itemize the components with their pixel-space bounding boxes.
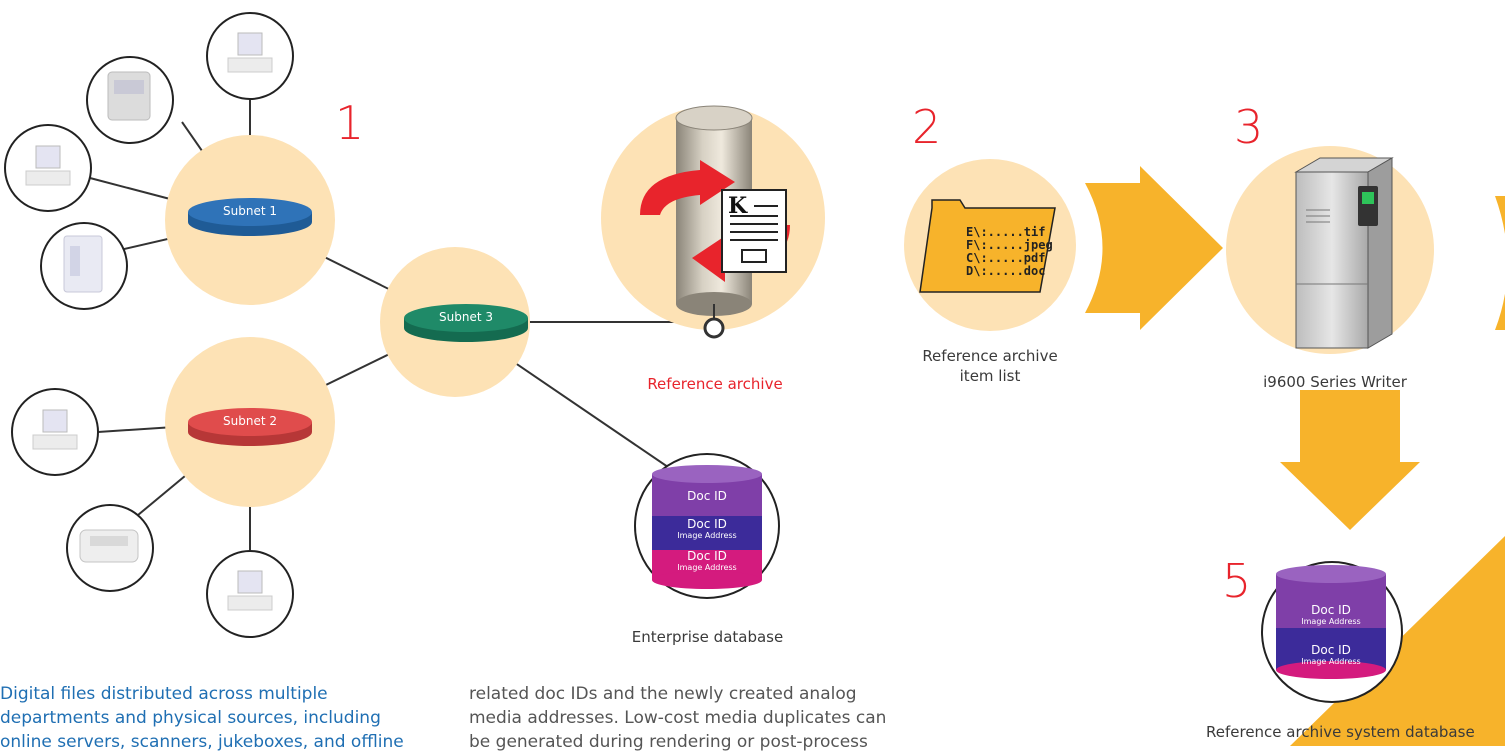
item-list-label-line1: Reference archive <box>922 347 1058 365</box>
folder-item-list: E\:.....tif F\:.....jpeg C\:.....pdf D\:… <box>966 226 1053 278</box>
subnet1-disk <box>188 198 312 236</box>
system-database <box>1261 561 1403 703</box>
sync-arrow-icon <box>640 160 735 215</box>
enterprise-db-label: Enterprise database <box>631 628 784 646</box>
enterprise-database <box>634 453 780 599</box>
enterprise-db-row-1: Doc ID <box>687 489 727 503</box>
folder-item: E\:.....tif <box>966 225 1046 239</box>
middle-description-line: be generated during rendering or post-pr… <box>469 732 868 752</box>
left-description-line: Digital files distributed across multipl… <box>0 684 328 704</box>
flow-arrow-down <box>1280 390 1420 530</box>
writer-node <box>1226 146 1434 354</box>
left-description-line: online servers, scanners, jukeboxes, and… <box>0 732 404 752</box>
item-list-node <box>904 159 1076 331</box>
subnet1-label: Subnet 1 <box>223 204 277 218</box>
subnet3-disk <box>404 304 528 342</box>
item-list-label: Reference archive item list <box>905 346 1075 386</box>
device-workstation-bottom <box>206 550 294 638</box>
middle-description-line: related doc IDs and the newly created an… <box>469 684 857 704</box>
device-workstation-top <box>206 12 294 100</box>
step-number-2: 2 <box>912 100 942 154</box>
system-db-label: Reference archive system database <box>1206 723 1475 741</box>
device-printer <box>66 504 154 592</box>
left-description: Digital files distributed across multipl… <box>0 682 420 754</box>
item-list-label-line2: item list <box>959 367 1021 385</box>
step-number-3: 3 <box>1234 100 1264 154</box>
reference-archive-label: Reference archive <box>647 375 783 393</box>
device-scanner-top <box>86 56 174 144</box>
folder-item: C\:.....pdf <box>966 251 1046 265</box>
device-workstation-left <box>4 124 92 212</box>
writer-label: i9600 Series Writer <box>1263 373 1407 391</box>
device-jukebox <box>40 222 128 310</box>
step-number-1: 1 <box>335 96 365 150</box>
folder-item: D\:.....doc <box>966 264 1046 278</box>
flow-arrow-right-edge <box>1495 196 1505 330</box>
flow-arrow-right <box>1085 166 1223 330</box>
subnet2-label: Subnet 2 <box>223 414 277 428</box>
subnet2-disk <box>188 408 312 446</box>
middle-description: related doc IDs and the newly created an… <box>469 682 909 754</box>
folder-icon <box>919 199 1056 293</box>
device-workstation-lower-left <box>11 388 99 476</box>
subnet3-label: Subnet 3 <box>439 310 493 324</box>
left-description-line: departments and physical sources, includ… <box>0 708 381 728</box>
step-number-5: 5 <box>1222 554 1252 608</box>
middle-description-line: media addresses. Low-cost media duplicat… <box>469 708 887 728</box>
reference-archive-node: K <box>601 105 825 339</box>
folder-item: F\:.....jpeg <box>966 238 1053 252</box>
archive-logo-letter: K <box>728 193 748 219</box>
